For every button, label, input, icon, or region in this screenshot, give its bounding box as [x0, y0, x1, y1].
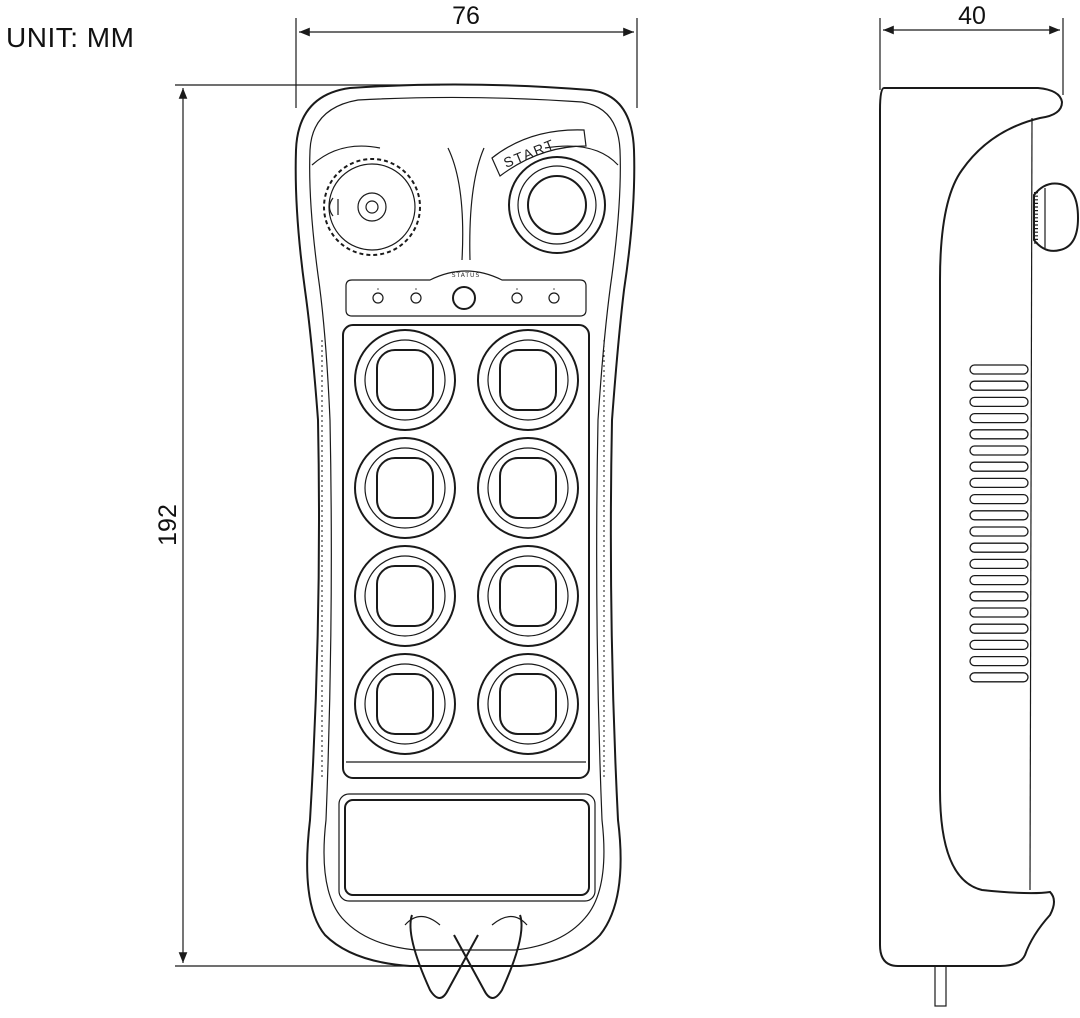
push-button-5[interactable]	[354, 545, 456, 647]
push-button-1[interactable]	[354, 329, 456, 431]
push-button-4[interactable]	[477, 437, 579, 539]
push-button-7[interactable]	[354, 653, 456, 755]
button-panel	[342, 324, 590, 779]
dim-depth-label: 40	[958, 2, 986, 30]
grip-rib	[969, 477, 1029, 489]
grip-rib	[969, 672, 1029, 683]
grip-rib	[969, 591, 1029, 602]
housing-outline	[294, 83, 636, 967]
dim-depth: 40	[879, 2, 1064, 95]
grip-rib	[969, 574, 1029, 586]
unit-label: UNIT: MM	[6, 22, 135, 53]
status-led-3	[511, 292, 523, 304]
grip-rib	[969, 493, 1029, 505]
side-knob	[1033, 182, 1080, 252]
dim-height: 192	[154, 84, 440, 967]
status-led-4	[548, 292, 560, 304]
grip-rib	[969, 364, 1029, 375]
push-button-3[interactable]	[354, 437, 456, 539]
grip-rib	[969, 607, 1029, 618]
status-panel: STATUS	[345, 270, 587, 317]
grip-rib	[969, 623, 1029, 634]
dim-width: 76	[295, 2, 638, 108]
side-outline	[879, 87, 1064, 967]
dim-height-label: 192	[154, 504, 182, 546]
housing-inner-outline	[309, 96, 621, 951]
side-view	[879, 87, 1080, 1007]
grip-rib	[969, 655, 1029, 667]
push-button-6[interactable]	[477, 545, 579, 647]
grip-rib	[969, 396, 1029, 408]
status-led-2	[410, 292, 422, 304]
grip-rib	[969, 412, 1029, 424]
rotary-knob[interactable]	[323, 158, 421, 256]
grip-rib	[969, 380, 1029, 391]
grip-rib	[969, 510, 1029, 521]
dim-width-label: 76	[452, 2, 480, 30]
front-view: START STATUS	[294, 83, 636, 999]
push-button-8[interactable]	[477, 653, 579, 755]
grip-rib	[969, 461, 1029, 472]
status-label: STATUS	[452, 272, 481, 279]
start-button[interactable]	[508, 156, 606, 254]
antenna-stub	[934, 965, 947, 1007]
grip-rib	[969, 429, 1029, 440]
button-grid	[354, 329, 579, 755]
grip-rib	[969, 542, 1029, 553]
label-window	[344, 799, 590, 896]
grip-rib	[969, 639, 1029, 651]
status-center-led	[452, 286, 476, 310]
grip-rib	[969, 526, 1029, 537]
grip-rib	[969, 558, 1029, 570]
grip-rib	[969, 445, 1029, 456]
grip-ribs	[969, 364, 1029, 683]
status-led-1	[372, 292, 384, 304]
push-button-2[interactable]	[477, 329, 579, 431]
lanyard-loop	[404, 914, 528, 999]
